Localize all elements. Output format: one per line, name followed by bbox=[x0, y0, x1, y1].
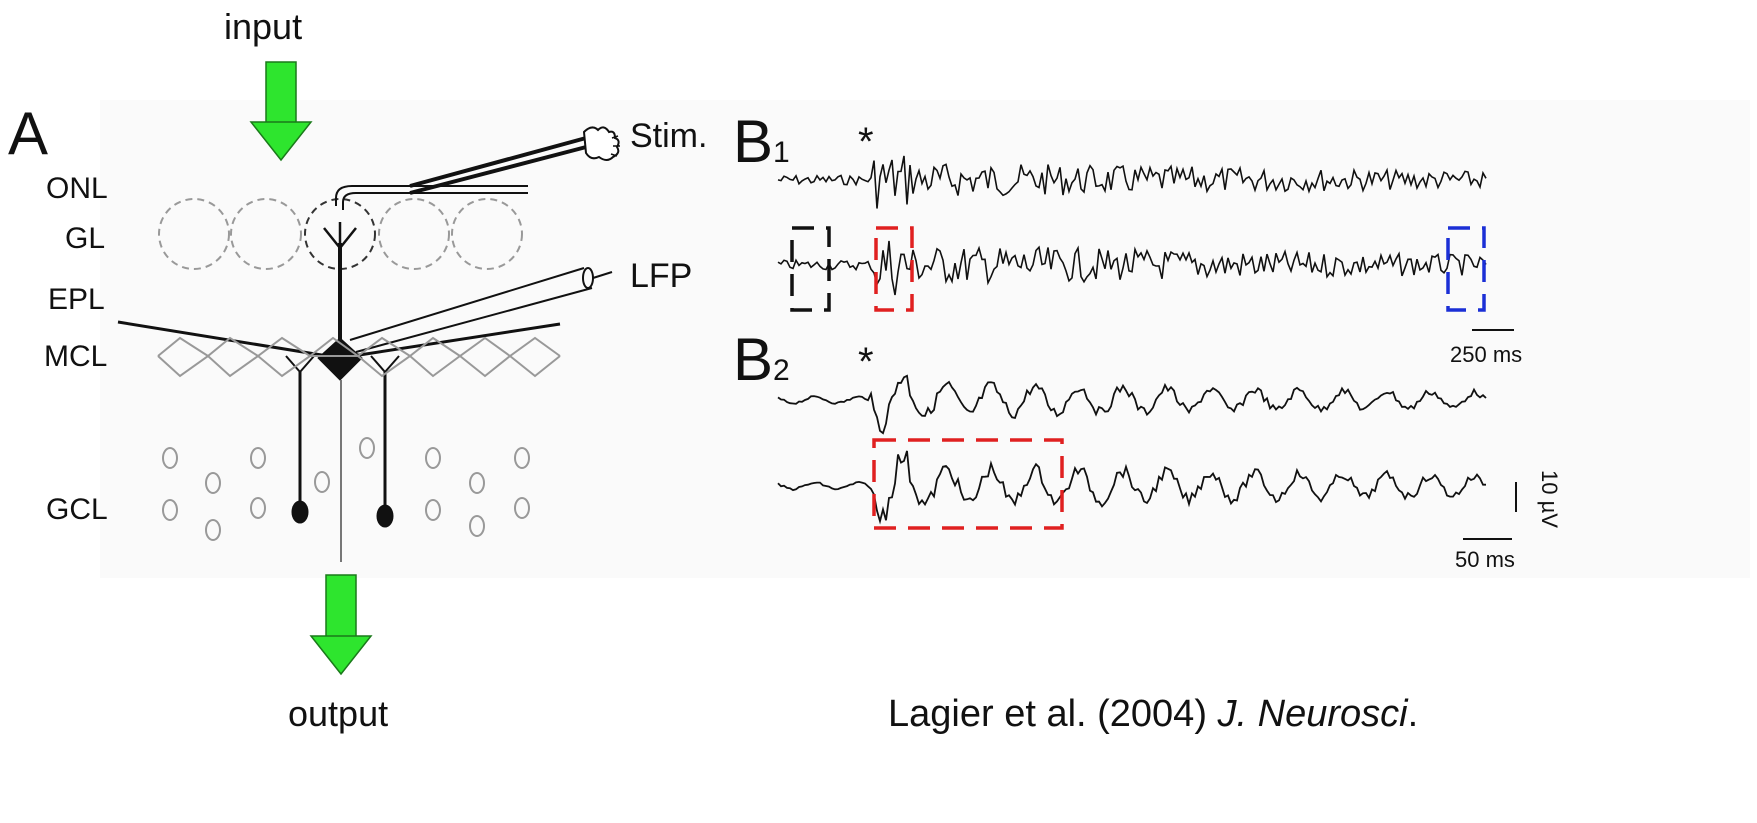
b1-trace-bottom bbox=[777, 240, 1487, 296]
amp-scale-label: 10 µV bbox=[1537, 470, 1562, 528]
mcl-network-lower bbox=[157, 354, 561, 378]
panel-b1-letter: B1 bbox=[733, 108, 790, 175]
stim-marker-b1: * bbox=[858, 120, 874, 164]
output-label: output bbox=[288, 693, 389, 734]
input-arrow-icon bbox=[249, 61, 313, 162]
late-response-box bbox=[1446, 226, 1486, 312]
layer-epl: EPL bbox=[48, 283, 105, 316]
layer-gcl: GCL bbox=[46, 493, 108, 526]
lfp-traces bbox=[777, 155, 1487, 525]
lfp-label: LFP bbox=[630, 257, 693, 295]
zoom-response-box bbox=[872, 438, 1064, 530]
b2-trace-bottom bbox=[777, 450, 1486, 525]
glomeruli bbox=[158, 198, 523, 270]
baseline-box bbox=[790, 226, 831, 312]
citation: Lagier et al. (2004) J. Neurosci. bbox=[888, 693, 1419, 735]
b1-trace-top bbox=[777, 155, 1487, 209]
panel-a-letter: A bbox=[8, 100, 49, 167]
layer-gl: GL bbox=[65, 222, 106, 255]
stim-electrode-icon bbox=[335, 126, 620, 210]
layer-onl: ONL bbox=[46, 172, 108, 205]
scale-bars bbox=[1463, 329, 1517, 540]
b2-trace-top bbox=[777, 374, 1487, 435]
mcl-network bbox=[157, 336, 561, 358]
early-response-box bbox=[874, 226, 914, 312]
input-label: input bbox=[224, 6, 303, 47]
time-scale-label-50: 50 ms bbox=[1455, 547, 1515, 572]
panel-b2-letter: B2 bbox=[733, 326, 790, 393]
stim-marker-b2: * bbox=[858, 340, 874, 384]
granule-cell-bodies bbox=[162, 437, 530, 541]
time-scale-label-250: 250 ms bbox=[1450, 342, 1523, 367]
granule-cells bbox=[285, 355, 400, 528]
stim-label: Stim. bbox=[630, 117, 708, 155]
highlight-boxes bbox=[790, 226, 1486, 530]
mitral-cell bbox=[117, 222, 561, 562]
lfp-electrode-icon bbox=[349, 267, 613, 353]
output-arrow-icon bbox=[309, 574, 373, 676]
layer-mcl: MCL bbox=[44, 340, 108, 373]
